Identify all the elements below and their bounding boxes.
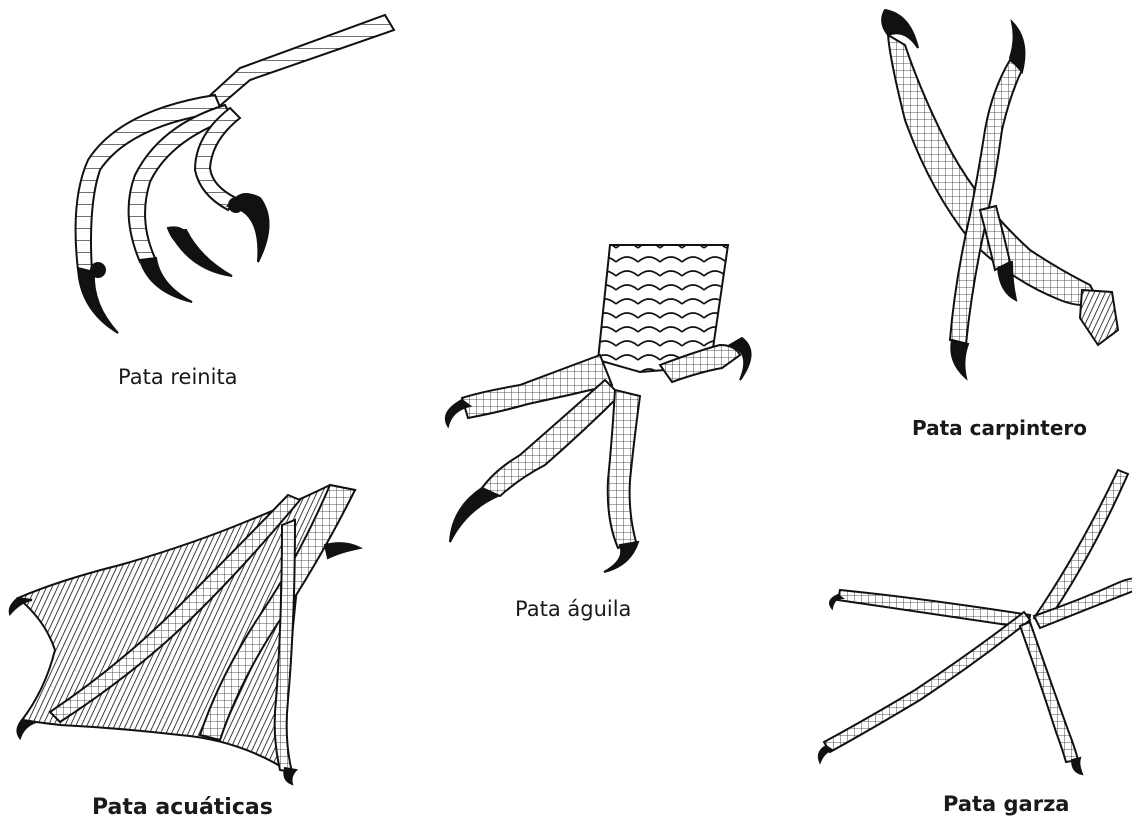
label-pata-reinita: Pata reinita: [118, 365, 238, 389]
label-pata-acuaticas: Pata acuáticas: [92, 795, 273, 820]
reinita-foot-drawing: [76, 15, 394, 333]
label-pata-carpintero: Pata carpintero: [912, 416, 1087, 440]
garza-foot-drawing: [819, 470, 1132, 774]
label-pata-aguila: Pata águila: [515, 597, 631, 621]
carpintero-foot-drawing: [882, 10, 1118, 378]
label-pata-garza: Pata garza: [943, 792, 1069, 816]
aguila-foot-drawing: [446, 245, 751, 572]
acuaticas-foot-drawing: [10, 485, 360, 784]
